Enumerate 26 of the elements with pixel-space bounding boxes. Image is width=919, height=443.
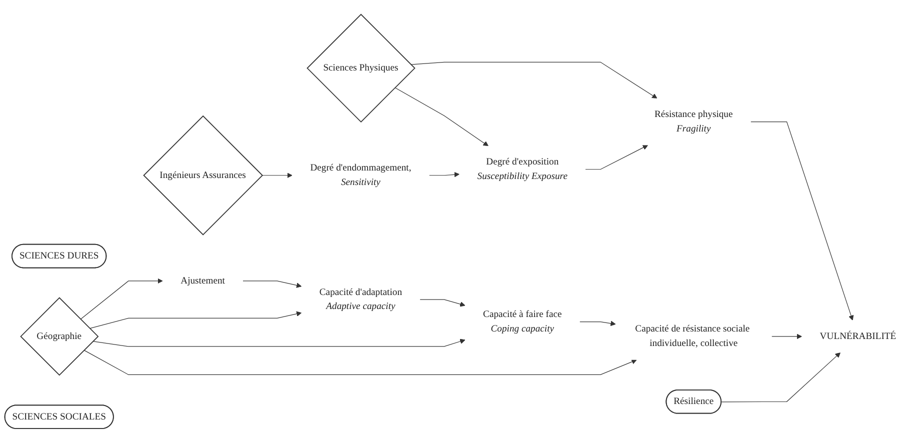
arrow [420, 299, 466, 307]
arrow [721, 352, 840, 402]
node-diamond: Sciences Physiques [306, 14, 416, 123]
node-text: Degré d'endommagement, Sensitivity [310, 162, 412, 188]
arrow [84, 350, 637, 375]
node-text: VULNÉRABILITÉ [820, 331, 896, 342]
arrow [262, 172, 292, 178]
arrow [771, 334, 802, 340]
node-text: Ajustement [180, 276, 225, 286]
arrow [410, 62, 658, 99]
arrow [428, 172, 460, 178]
node-diamond: Géographie [20, 297, 99, 376]
arrow [750, 121, 854, 320]
arrow [585, 144, 648, 170]
node-text: Capacité d'adaptation Adaptive capacity [319, 286, 402, 312]
node-diamond: Ingénieurs Assurances [143, 115, 264, 236]
arrow [80, 278, 163, 320]
arrow [92, 338, 466, 347]
arrow [89, 311, 302, 329]
node-text: Degré d'exposition Susceptibility Exposure [477, 156, 568, 182]
arrow [394, 87, 488, 146]
node-text: Capacité à faire face Coping capacity [483, 309, 562, 334]
node-text: Capacité de résistance sociale individuelle, collective [635, 324, 750, 348]
arrow [242, 280, 302, 288]
node-text: Résistance physique Fragility [654, 109, 733, 134]
arrow [579, 320, 616, 326]
